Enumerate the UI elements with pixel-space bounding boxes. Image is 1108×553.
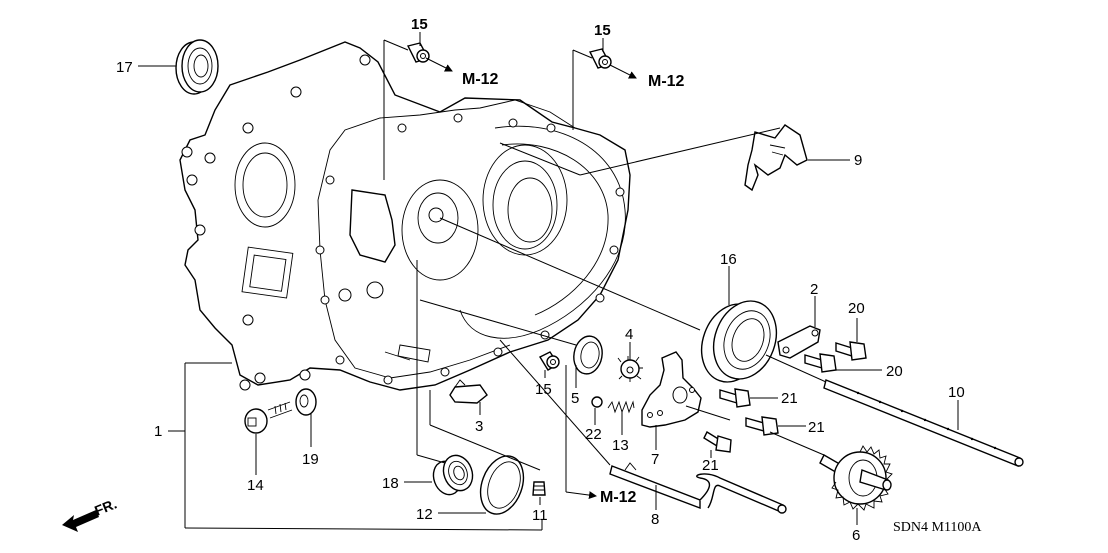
- callout-9: 9: [854, 152, 862, 169]
- callout-19: 19: [302, 451, 319, 468]
- callout-7: 7: [651, 451, 659, 468]
- callout-15-b: 15: [594, 22, 611, 39]
- front-direction-indicator: FR.: [62, 495, 119, 532]
- part-14-bolt[interactable]: [244, 401, 293, 434]
- front-arrow-icon: [62, 510, 99, 532]
- callout-22: 22: [585, 426, 602, 443]
- leader-lines: [138, 32, 959, 531]
- callout-18: 18: [382, 475, 399, 492]
- callout-20-b: 20: [886, 363, 903, 380]
- part-12-oil-seal[interactable]: [473, 450, 531, 520]
- callout-16: 16: [720, 251, 737, 268]
- callout-11: 11: [532, 507, 548, 524]
- part-15-dowel-pin-c[interactable]: [539, 351, 560, 371]
- part-15-dowel-pin-a[interactable]: [406, 42, 430, 63]
- ref-m12-a[interactable]: M-12: [462, 71, 499, 88]
- part-13-spring[interactable]: [607, 400, 635, 414]
- part-21-bolt-a[interactable]: [719, 388, 751, 408]
- callout-17: 17: [116, 59, 133, 76]
- callout-20-a: 20: [848, 300, 865, 317]
- callout-10: 10: [948, 384, 965, 401]
- callout-numbers: 17 15 15 M-12 M-12 9 16 2 20 20 10 21 21…: [116, 16, 965, 544]
- callout-1: 1: [154, 423, 162, 440]
- callout-8: 8: [651, 511, 659, 528]
- part-2-plate[interactable]: [777, 325, 821, 359]
- callout-21-b: 21: [808, 419, 825, 436]
- part-17-oil-seal[interactable]: [175, 39, 219, 95]
- ref-m12-c[interactable]: M-12: [600, 489, 637, 506]
- callout-6: 6: [852, 527, 860, 544]
- callout-12: 12: [416, 506, 433, 523]
- part-3-magnet[interactable]: [449, 379, 488, 404]
- clutch-housing[interactable]: [179, 41, 631, 391]
- part-21-bolt-c[interactable]: [703, 431, 732, 453]
- part-21-bolt-b[interactable]: [745, 416, 779, 436]
- part-10-pipe[interactable]: [823, 379, 1024, 467]
- callout-2: 2: [810, 281, 818, 298]
- callout-5: 5: [571, 390, 579, 407]
- callout-15-c: 15: [535, 381, 552, 398]
- part-22-ball[interactable]: [591, 396, 603, 408]
- part-9-bracket[interactable]: [744, 124, 808, 192]
- front-label: FR.: [92, 495, 119, 518]
- callout-14: 14: [247, 477, 264, 494]
- part-16-roller-bearing[interactable]: [691, 292, 787, 391]
- callout-15-a: 15: [411, 16, 428, 33]
- part-6-driven-gear[interactable]: [819, 445, 893, 511]
- part-8-pipe[interactable]: [609, 462, 787, 514]
- callout-21-c: 21: [702, 457, 719, 474]
- callout-3: 3: [475, 418, 483, 435]
- part-19-washer[interactable]: [295, 388, 317, 416]
- callout-21-a: 21: [781, 390, 798, 407]
- part-20-bolt-a[interactable]: [835, 341, 867, 361]
- part-20-bolt-b[interactable]: [804, 353, 837, 373]
- part-5-bearing[interactable]: [571, 334, 605, 376]
- part-15-dowel-pin-b[interactable]: [588, 48, 612, 69]
- part-7-plate-bracket[interactable]: [641, 351, 702, 428]
- ref-m12-b[interactable]: M-12: [648, 73, 685, 90]
- callout-13: 13: [612, 437, 629, 454]
- part-18-bearing[interactable]: [429, 451, 477, 498]
- diagram-code: SDN4 M1100A: [893, 520, 982, 535]
- part-11-breather[interactable]: [532, 481, 546, 496]
- callout-4: 4: [625, 326, 633, 343]
